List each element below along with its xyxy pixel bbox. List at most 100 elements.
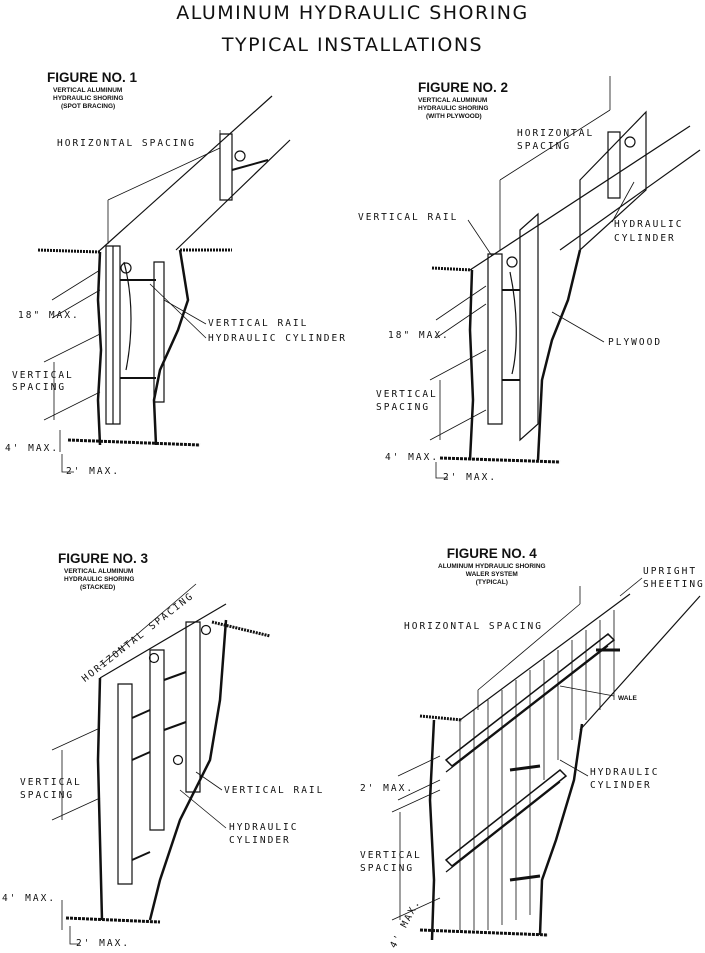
fig4-wale-lower [446, 770, 566, 866]
figure-1-header: FIGURE NO. 1 VERTICAL ALUMINUM HYDRAULIC… [47, 70, 137, 111]
fig4-sheeting-right-edge [580, 596, 700, 730]
fig2-eye-front [507, 257, 517, 267]
figure-1-vertical-rail-label: VERTICAL RAIL [208, 318, 309, 329]
fig1-vertical-rail-far [220, 134, 232, 200]
figure-2-vertical-label: VERTICAL [376, 389, 438, 400]
fig4-cylinder-leader [560, 760, 588, 776]
figure-2-horizontal-label: HORIZONTAL [517, 128, 595, 139]
figure-4-sheeting-label: SHEETING [643, 579, 705, 590]
fig2-plywood-front [520, 214, 538, 440]
figure-4-hydraulic-label: HYDRAULIC [590, 767, 660, 778]
fig1-right-wall [154, 250, 188, 445]
figure-2-4ft-max-label: 4' MAX. [385, 452, 440, 463]
fig1-trench-bottom [68, 440, 200, 445]
fig3-trench-bottom [66, 918, 160, 922]
figure-2-spacing-top-label: SPACING [517, 141, 572, 152]
figure-1-title: FIGURE NO. 1 [47, 70, 138, 85]
fig1-cylinder-far [232, 160, 268, 170]
fig3-rail-left [118, 684, 132, 884]
figure-4-sub3: (TYPICAL) [475, 579, 508, 586]
fig3-cyl-1 [132, 710, 150, 718]
fig3-cyl-3 [132, 852, 150, 860]
fig1-18in-dim [52, 270, 100, 318]
fig1-eye-far [235, 151, 245, 161]
figure-2-title: FIGURE NO. 2 [418, 80, 509, 95]
fig4-vertical-spacing-dim [392, 790, 440, 920]
figure-3-title: FIGURE NO. 3 [58, 551, 149, 566]
fig1-left-wall [98, 252, 101, 445]
fig2-eye-far [625, 137, 635, 147]
fig3-rail-mid [150, 650, 164, 830]
figure-4-upright-label: UPRIGHT [643, 566, 698, 577]
fig2-trench-top-edge-far [560, 150, 700, 250]
fig4-2ft-dim [398, 756, 440, 800]
figure-2-sub1: VERTICAL ALUMINUM [418, 97, 488, 104]
fig3-cyl-2 [132, 752, 150, 760]
figure-2-18in-max-label: 18" MAX. [388, 330, 450, 341]
figure-4-2ft-max-label: 2' MAX. [360, 783, 415, 794]
figure-1-vertical-label: VERTICAL [12, 370, 74, 381]
fig1-2ft-dim [62, 454, 74, 472]
figure-1-4ft-max-label: 4' MAX. [5, 443, 60, 454]
fig4-sheeting-top-edge [460, 594, 630, 720]
fig3-vertical-spacing-dim [52, 728, 100, 820]
fig3-eye-2 [202, 626, 211, 635]
figure-2-sub3: (WITH PLYWOOD) [426, 113, 482, 120]
figure-4-wale-label: WALE [618, 695, 637, 702]
figure-4-drawing [392, 578, 700, 940]
figure-3-vertical-label: VERTICAL [20, 777, 82, 788]
fig4-wale-lower-2 [446, 782, 560, 872]
fig2-trench-bottom [440, 458, 560, 462]
figure-3-drawing [52, 584, 270, 944]
figure-2-sub2: HYDRAULIC SHORING [418, 105, 489, 112]
figure-3-sub2: HYDRAULIC SHORING [64, 576, 135, 583]
fig4-left-wall [430, 720, 434, 940]
fig2-ground-left [432, 268, 472, 270]
fig1-hose [124, 262, 131, 370]
fig2-rail-leader [468, 220, 492, 256]
figure-1-2ft-max-label: 2' MAX. [66, 466, 121, 477]
figure-1-sub2: HYDRAULIC SHORING [53, 95, 124, 102]
figure-1-drawing [38, 96, 290, 472]
figure-3-vertical-rail-label: VERTICAL RAIL [224, 785, 325, 796]
fig4-wale-upper-2 [446, 646, 608, 772]
page-subtitle: TYPICAL INSTALLATIONS [221, 34, 484, 56]
figure-3-2ft-max-label: 2' MAX. [76, 938, 131, 949]
figure-2-spacing-label: SPACING [376, 402, 431, 413]
figure-2-header: FIGURE NO. 2 VERTICAL ALUMINUM HYDRAULIC… [418, 80, 508, 121]
figure-2-vertical-rail-label: VERTICAL RAIL [358, 212, 459, 223]
figure-3-spacing-label: SPACING [20, 790, 75, 801]
fig3-left-wall [98, 678, 102, 920]
figure-4-cylinder-label: CYLINDER [590, 780, 652, 791]
fig2-18in-dim [436, 286, 486, 338]
figure-4-horizontal-spacing-label: HORIZONTAL SPACING [404, 621, 543, 632]
fig3-trench-top-edge [100, 604, 226, 678]
fig3-cyl-4 [164, 672, 186, 680]
fig4-right-wall [540, 724, 582, 935]
fig2-plywood-leader [552, 312, 604, 342]
fig4-trench-bottom [420, 930, 548, 935]
fig4-wale-upper [446, 634, 614, 766]
figure-3-4ft-max-label: 4' MAX. [2, 893, 57, 904]
fig1-trench-top-edge [98, 96, 272, 252]
fig2-cylinder-leader [612, 182, 634, 222]
fig1-vertical-rail-right [154, 262, 164, 402]
fig2-left-wall [470, 270, 473, 460]
page-title: ALUMINUM HYDRAULIC SHORING [176, 2, 529, 24]
fig3-eye-1 [150, 654, 159, 663]
fig1-eye-front [121, 263, 131, 273]
fig4-horizontal-spacing-dim [478, 586, 580, 710]
fig2-plywood-far [580, 112, 646, 250]
figure-1-hydraulic-cylinder-label: HYDRAULIC CYLINDER [208, 333, 347, 344]
fig3-cyl-5 [164, 722, 186, 730]
fig4-cyl-upper [510, 766, 540, 770]
figure-2-cylinder-label: CYLINDER [614, 233, 676, 244]
figure-1-horizontal-spacing-label: HORIZONTAL SPACING [57, 138, 196, 149]
figure-1-spacing-label: SPACING [12, 382, 67, 393]
fig4-ground-left [420, 716, 462, 720]
fig3-cylinder-leader [180, 790, 226, 828]
figure-4-title: FIGURE NO. 4 [446, 546, 537, 561]
fig2-hose [510, 272, 516, 374]
fig2-vertical-spacing-dim [430, 350, 486, 440]
